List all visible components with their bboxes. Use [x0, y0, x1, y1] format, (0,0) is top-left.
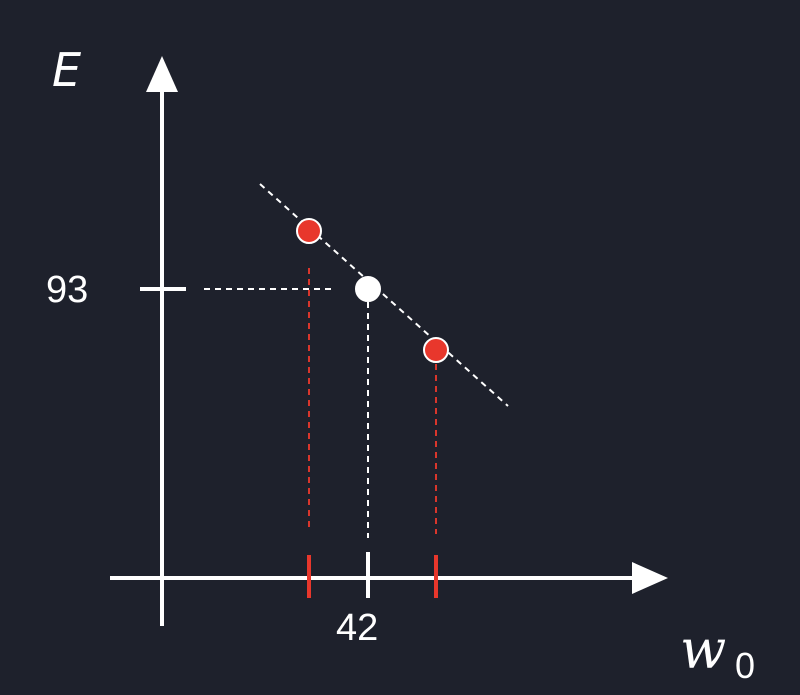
center-point: [355, 276, 381, 302]
y-axis-arrowhead: [146, 56, 178, 92]
y-axis-name: E: [52, 43, 81, 97]
y-tick-label: 93: [46, 269, 88, 311]
sample-point-right: [423, 337, 449, 363]
sample-point-left: [296, 218, 322, 244]
x-axis-name-subscript: 0: [735, 645, 755, 686]
x-axis-name: w: [680, 618, 726, 681]
x-tick-label: 42: [336, 607, 378, 649]
x-axis-arrowhead: [632, 562, 668, 594]
tangent-line: [259, 183, 509, 407]
